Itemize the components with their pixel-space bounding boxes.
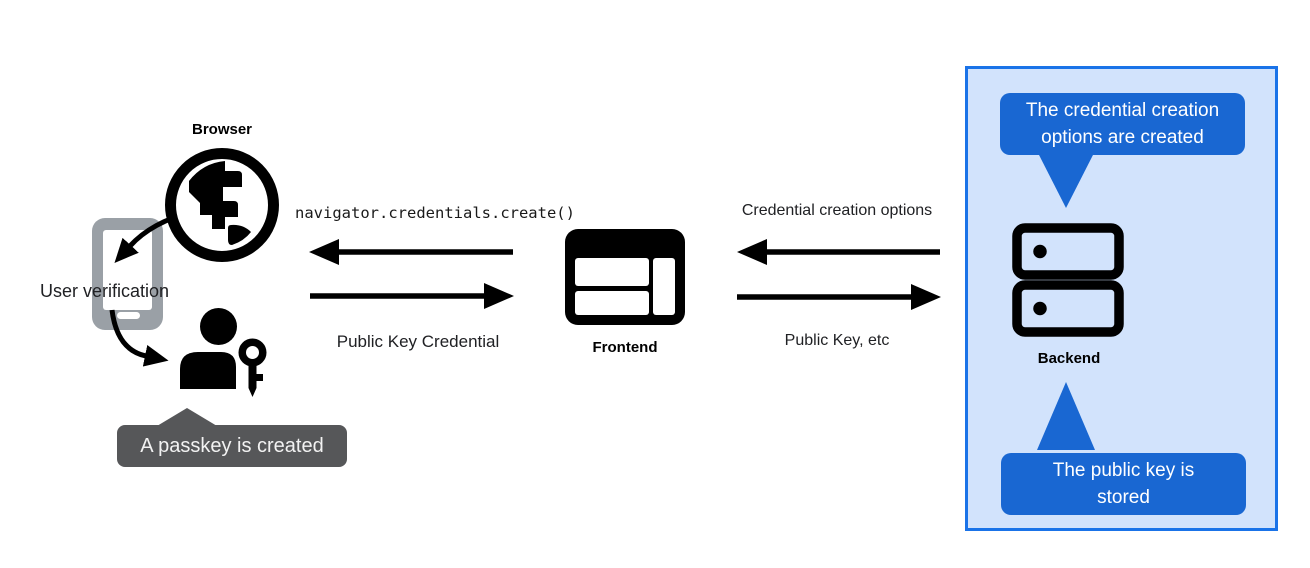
person-body [180,352,236,389]
globe-landmass-south [228,224,251,245]
options-created-callout: The credential creation options are crea… [1000,93,1245,155]
passkey-created-callout: A passkey is created [117,425,347,467]
browser-window-icon [565,229,685,325]
public-key-credential-label: Public Key Credential [336,332,500,351]
public-key-stored-line1: The public key is [1052,460,1195,481]
browser-window-pane-bottom-left [575,291,649,315]
globe-landmass-north [189,161,242,229]
passkey-callout-tail [157,408,217,426]
navigator-create-label: navigator.credentials.create() [295,204,575,222]
server-led-bottom [1033,301,1047,316]
arrow-phone-to-passkey [109,309,169,367]
browser-window-pane-right [653,258,675,315]
server-unit-top [1012,223,1124,280]
server-icon [1012,223,1124,337]
options-created-line2: options are created [1041,127,1204,148]
backend-panel: The credential creation options are crea… [965,66,1278,531]
frontend-label: Frontend [592,339,658,356]
server-unit-bottom [1012,280,1124,337]
key-icon [238,338,267,397]
smartphone-icon [92,218,163,330]
server-led-top [1033,244,1047,259]
person-head [200,308,237,345]
browser-label: Browser [191,121,253,138]
public-key-stored-line2: stored [1097,487,1150,508]
backend-label: Backend [1037,350,1101,367]
browser-window-pane-top-left [575,258,649,286]
smartphone-home-bar [117,312,140,319]
credential-creation-options-label: Credential creation options [741,202,933,219]
passkey-callout-text: A passkey is created [140,434,324,457]
globe-icon [165,148,279,262]
person-key-icon [180,308,270,400]
user-verification-label: User verification [40,281,170,301]
options-callout-tail [1037,151,1095,208]
stored-callout-tail [1037,382,1095,450]
public-key-etc-label: Public Key, etc [784,332,890,349]
options-created-line1: The credential creation [1025,100,1220,121]
public-key-stored-callout: The public key is stored [1001,453,1246,515]
